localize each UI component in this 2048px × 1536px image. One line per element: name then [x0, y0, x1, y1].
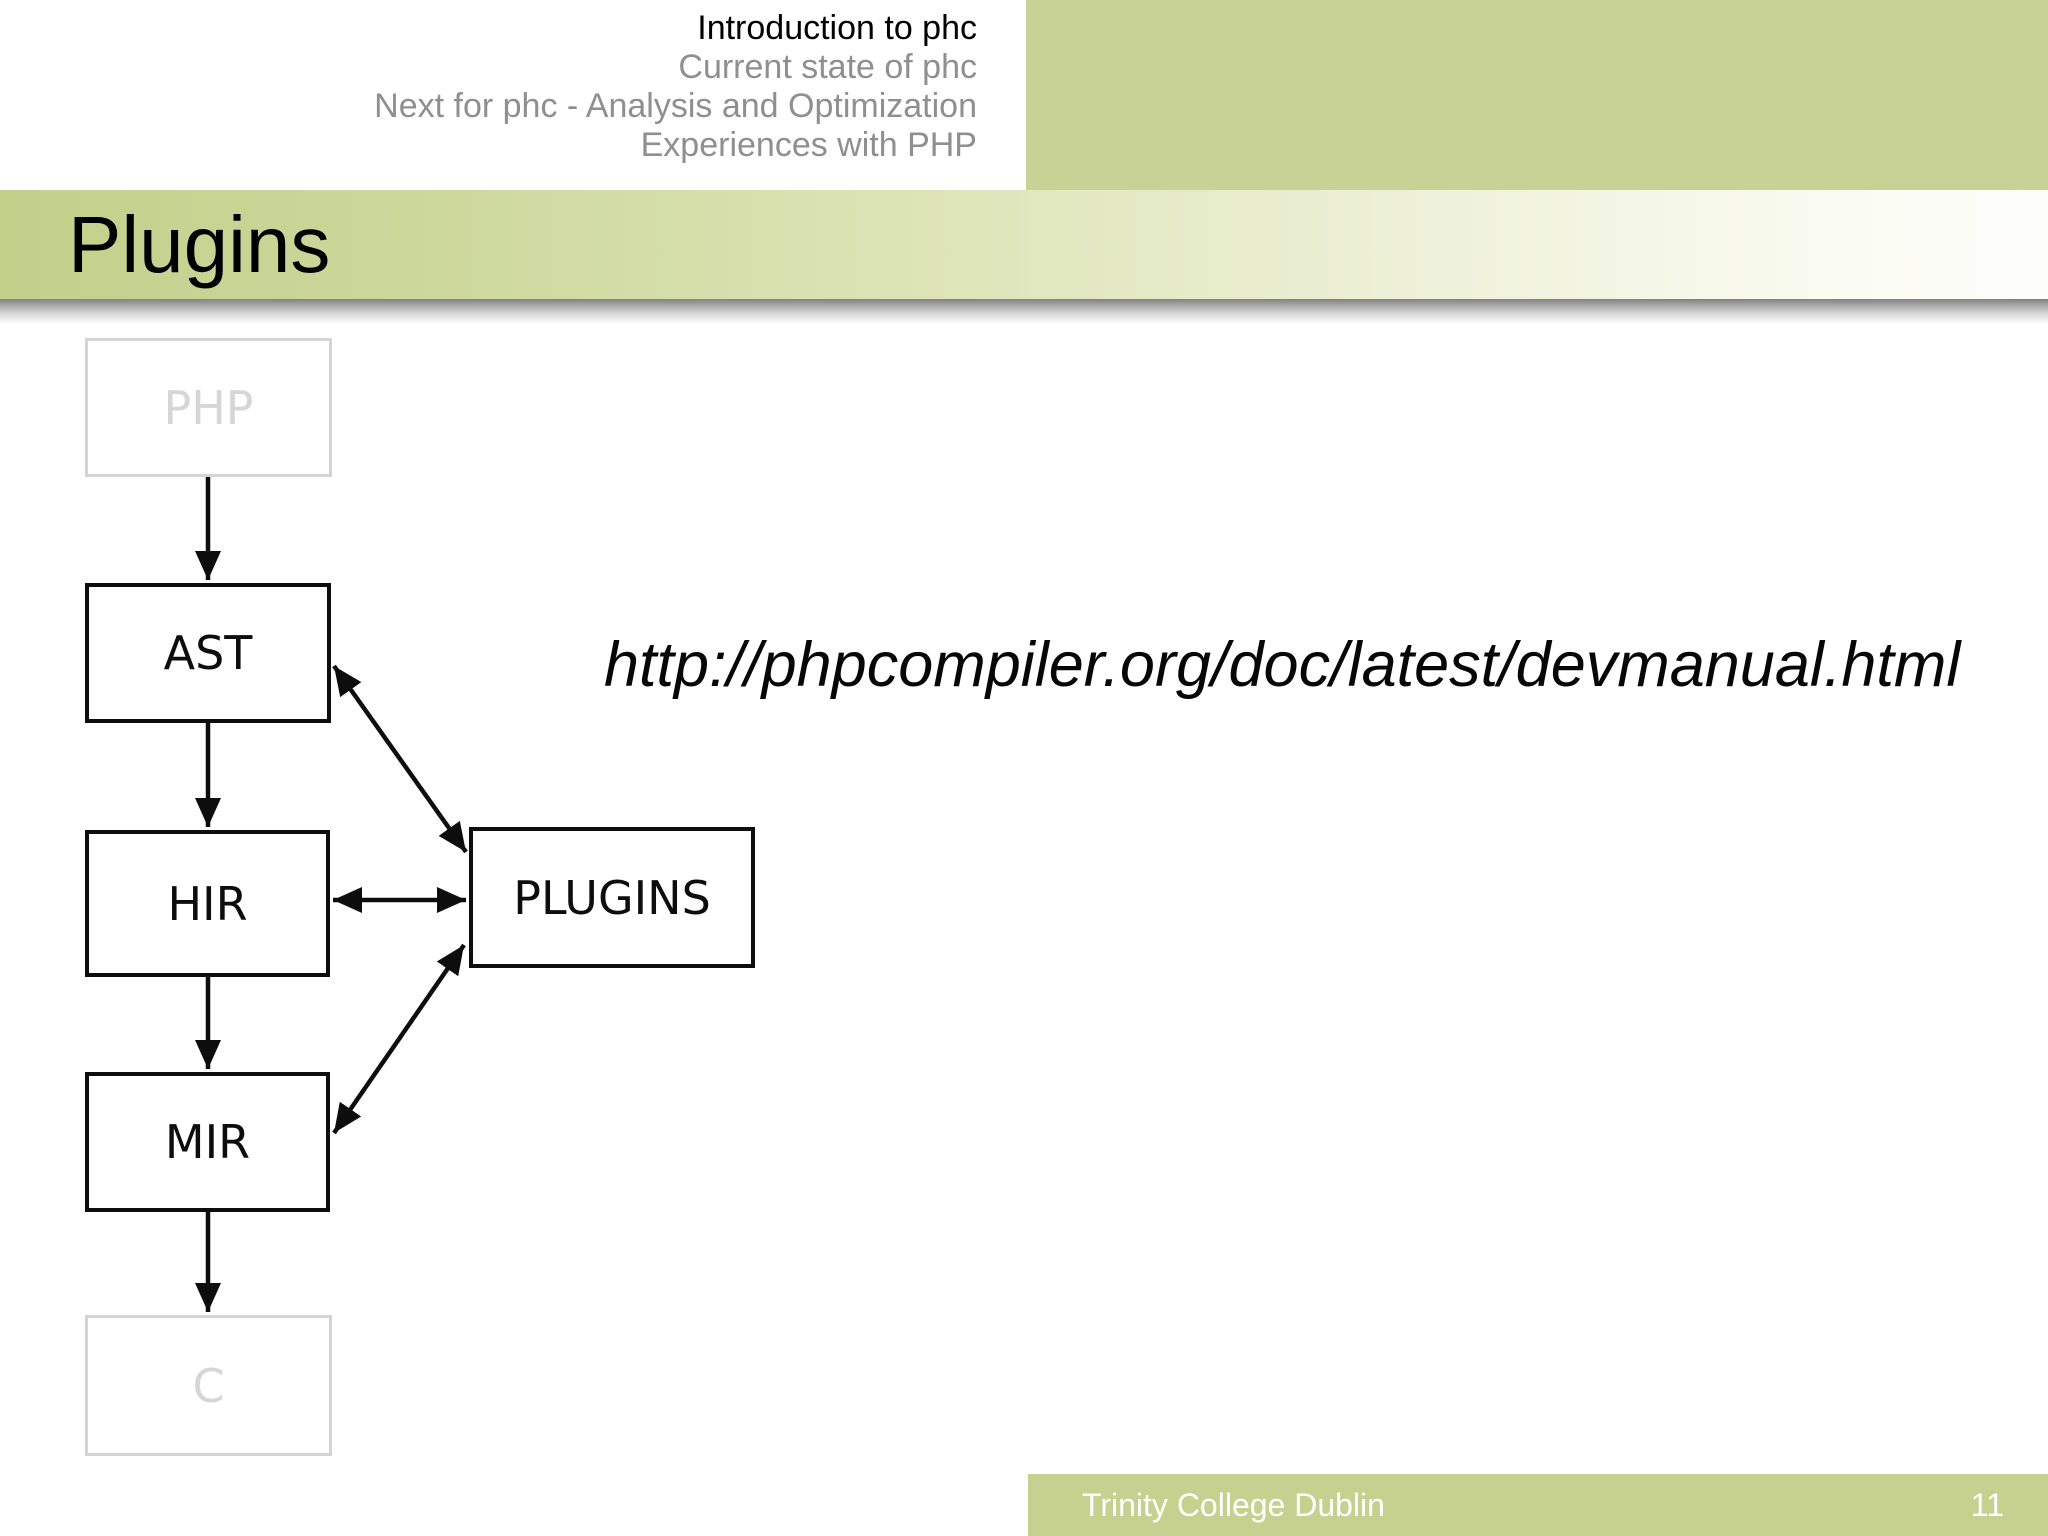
node-ast-label: AST [163, 626, 253, 680]
node-c-label: C [192, 1358, 225, 1413]
node-ast: AST [85, 583, 331, 723]
section-nav: Introduction to phc Current state of phc… [0, 9, 977, 165]
title-bar-shadow [0, 299, 2048, 323]
nav-item-next-for-phc[interactable]: Next for phc - Analysis and Optimization [374, 87, 977, 125]
node-mir-label: MIR [164, 1115, 251, 1169]
edge-ast-plugins [332, 664, 468, 854]
nav-item-experiences-with-php[interactable]: Experiences with PHP [640, 126, 977, 164]
nav-item-current-state-of-phc[interactable]: Current state of phc [678, 48, 977, 86]
node-plugins-label: PLUGINS [513, 870, 711, 925]
node-hir: HIR [85, 830, 330, 977]
nav-item-introduction-to-phc[interactable]: Introduction to phc [697, 9, 977, 47]
title-bar: Plugins [0, 190, 2048, 299]
footer-bar: Trinity College Dublin 11 [1028, 1474, 2048, 1536]
edge-mir-plugins [332, 943, 466, 1135]
node-php-label: PHP [163, 380, 254, 435]
footer-institute: Trinity College Dublin [1082, 1486, 1385, 1523]
node-php: PHP [85, 338, 332, 477]
header-corner-block [1026, 0, 2048, 190]
node-plugins: PLUGINS [469, 827, 755, 968]
node-hir-label: HIR [167, 876, 248, 931]
node-c: C [85, 1315, 332, 1456]
node-mir: MIR [85, 1072, 330, 1212]
footer-page-number: 11 [1970, 1486, 2004, 1523]
slide-title: Plugins [68, 200, 331, 289]
doc-url: http://phpcompiler.org/doc/latest/devman… [604, 630, 1961, 700]
